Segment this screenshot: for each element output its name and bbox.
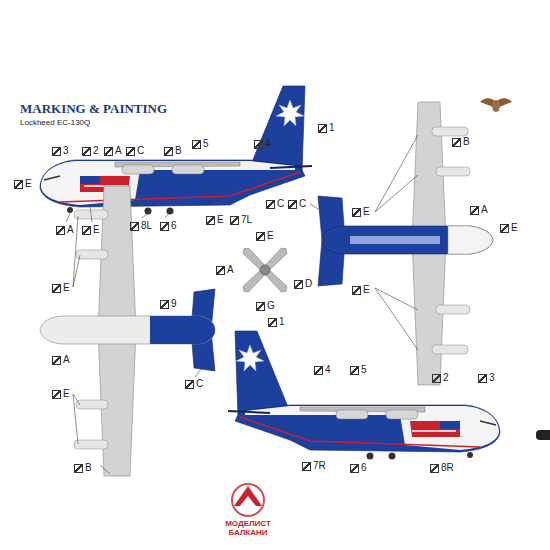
- callout-number: E: [500, 222, 518, 234]
- callout-number: 1: [318, 122, 335, 134]
- callout-number: E: [52, 282, 70, 294]
- callout-number: 1: [268, 316, 285, 328]
- callout-number: 5: [350, 364, 367, 376]
- callout-number: E: [352, 284, 370, 296]
- callout-number: C: [288, 198, 306, 210]
- watermark: МОДЕЛИСТ БАЛКАНИ: [213, 519, 283, 537]
- callout-number: 4: [314, 364, 331, 376]
- callout-number: 2: [82, 145, 99, 157]
- callout-number: C: [185, 378, 203, 390]
- callout-number: C: [126, 145, 144, 157]
- callout-number: 2: [432, 372, 449, 384]
- sheet-title: MARKING & PAINTING: [20, 101, 167, 117]
- callout-number: B: [452, 136, 470, 148]
- callout-number: 8L: [130, 220, 152, 232]
- callout-number: 3: [478, 372, 495, 384]
- callout-number: A: [56, 224, 74, 236]
- callout-number: A: [470, 204, 488, 216]
- callout-number: E: [14, 178, 32, 190]
- callout-number: 7L: [230, 214, 252, 226]
- callout-number: 5: [192, 138, 209, 150]
- callout-number: E: [256, 230, 274, 242]
- aircraft-name: Lockheed EC-130Q: [20, 117, 90, 129]
- callout-number: E: [52, 388, 70, 400]
- callout-number: A: [104, 145, 122, 157]
- callout-number: B: [74, 462, 92, 474]
- callout-number: E: [82, 224, 100, 236]
- callout-number: 4: [254, 138, 271, 150]
- callout-number: E: [352, 206, 370, 218]
- callout-number: 7R: [302, 460, 326, 472]
- callout-number: 6: [160, 220, 177, 232]
- callout-number: E: [206, 214, 224, 226]
- callout-number: G: [256, 300, 275, 312]
- callout-number: B: [164, 145, 182, 157]
- callout-number: D: [294, 278, 312, 290]
- callout-number: 6: [350, 462, 367, 474]
- callout-number: C: [266, 198, 284, 210]
- callout-number: A: [216, 264, 234, 276]
- callout-number: A: [52, 354, 70, 366]
- callout-number: 9: [160, 298, 177, 310]
- callout-number: 8R: [430, 462, 454, 474]
- callout-number: 3: [52, 145, 69, 157]
